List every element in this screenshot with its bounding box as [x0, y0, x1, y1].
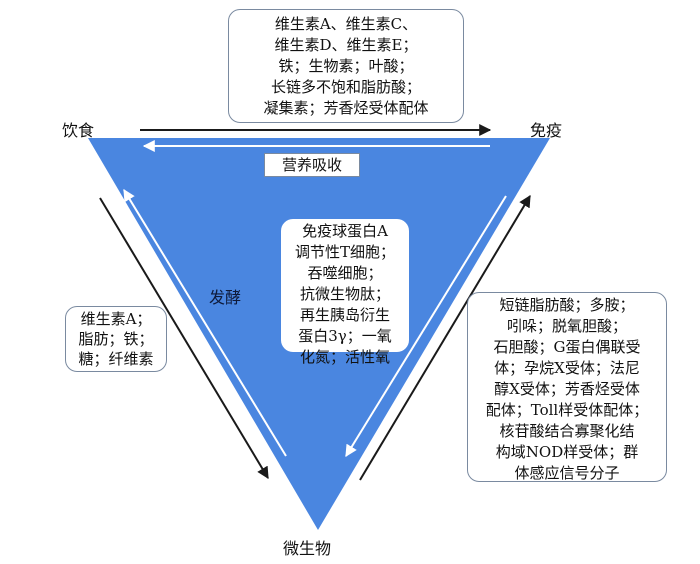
box-line: 维生素D、维生素E；: [274, 36, 418, 54]
arrow-diet-to-microbe: [99, 197, 269, 480]
box-line: 体；孕烷X受体；法尼: [494, 359, 640, 377]
box-line: 再生胰岛衍生: [299, 306, 390, 324]
box-line: 体感应信号分子: [514, 464, 620, 482]
box-line: 吲哚；脱氧胆酸；: [506, 317, 627, 335]
box-line: 维生素A；: [80, 310, 152, 328]
edge-label-fermentation: 发酵: [209, 288, 242, 307]
box-line: 核苷酸结合寡聚化结: [499, 422, 635, 440]
box-line: 短链脂肪酸；多胺；: [499, 296, 635, 314]
box-line: 石胆酸；G蛋白偶联受: [493, 338, 641, 356]
box-microbe-to-immunity: 短链脂肪酸；多胺； 吲哚；脱氧胆酸； 石胆酸；G蛋白偶联受 体；孕烷X受体；法尼…: [467, 292, 667, 482]
box-line: 糖；纤维素: [78, 350, 154, 368]
arrow-microbe-to-diet: [123, 188, 287, 457]
box-center-immune-factors: 免疫球蛋白A 调节性T细胞； 吞噬细胞； 抗微生物肽； 再生胰岛衍生 蛋白3γ；…: [281, 219, 409, 366]
box-line: 长链多不饱和脂肪酸；: [270, 78, 421, 96]
box-diet-to-microbe: 维生素A； 脂肪；铁； 糖；纤维素: [65, 306, 167, 372]
box-line: 蛋白3γ；一氧: [298, 327, 392, 345]
box-line: 维生素A、维生素C、: [274, 15, 418, 33]
box-line: 脂肪；铁；: [78, 330, 154, 348]
box-line: 抗微生物肽；: [299, 285, 390, 303]
box-diet-to-immunity: 维生素A、维生素C、 维生素D、维生素E； 铁；生物素；叶酸； 长链多不饱和脂肪…: [228, 9, 464, 123]
box-line: 免疫球蛋白A: [302, 222, 388, 240]
box-line: 构域NOD样受体；群: [495, 443, 639, 461]
node-immunity: 免疫: [530, 121, 563, 140]
arrow-immunity-to-microbe: [345, 195, 507, 458]
box-line: 调节性T细胞；: [294, 243, 395, 261]
arrow-microbe-to-immunity: [359, 194, 531, 481]
node-diet: 饮食: [62, 121, 95, 140]
box-line: 吞噬细胞；: [307, 264, 383, 282]
edge-label-nutrient-absorption: 营养吸收: [264, 153, 360, 177]
box-line: 化氮；活性氧: [299, 348, 390, 366]
box-line: 配体；Toll样受体配体；: [485, 401, 649, 419]
box-line: 铁；生物素；叶酸；: [278, 57, 414, 75]
node-microbe: 微生物: [283, 539, 332, 558]
box-line: 凝集素；芳香烃受体配体: [263, 99, 429, 117]
box-line: 醇X受体；芳香烃受体: [494, 380, 640, 398]
